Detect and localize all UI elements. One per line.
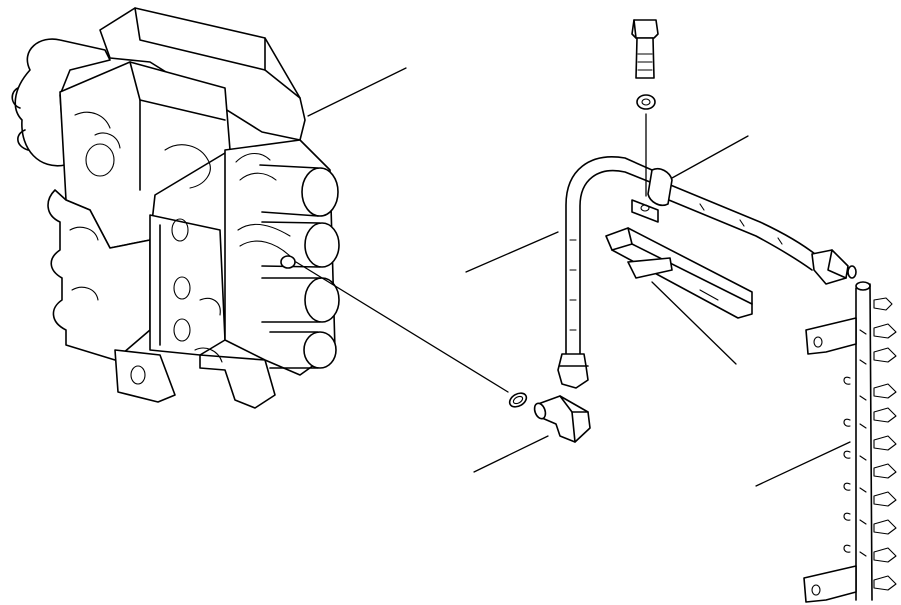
leader-line-manifold bbox=[755, 441, 851, 487]
leader-line-sleeve bbox=[671, 135, 749, 179]
leader-line-valve bbox=[307, 67, 407, 117]
hose-clamp bbox=[631, 199, 659, 223]
leader-line-port bbox=[295, 261, 509, 393]
elbow-fitting bbox=[533, 395, 591, 443]
valve-port-holes bbox=[85, 143, 191, 385]
bolt bbox=[631, 19, 659, 79]
mounting-bracket bbox=[605, 227, 753, 319]
leader-line-elbow bbox=[473, 435, 549, 473]
o-ring bbox=[508, 392, 528, 408]
control-valve-assembly bbox=[11, 7, 340, 409]
leader-line-bracket bbox=[651, 281, 737, 365]
manifold-ports-left bbox=[843, 376, 851, 553]
washer bbox=[636, 94, 656, 110]
hydraulic-hose bbox=[557, 156, 857, 389]
tube-manifold-rail bbox=[803, 281, 897, 603]
manifold-fittings-right bbox=[859, 297, 897, 591]
leader-line-hose bbox=[465, 231, 559, 273]
